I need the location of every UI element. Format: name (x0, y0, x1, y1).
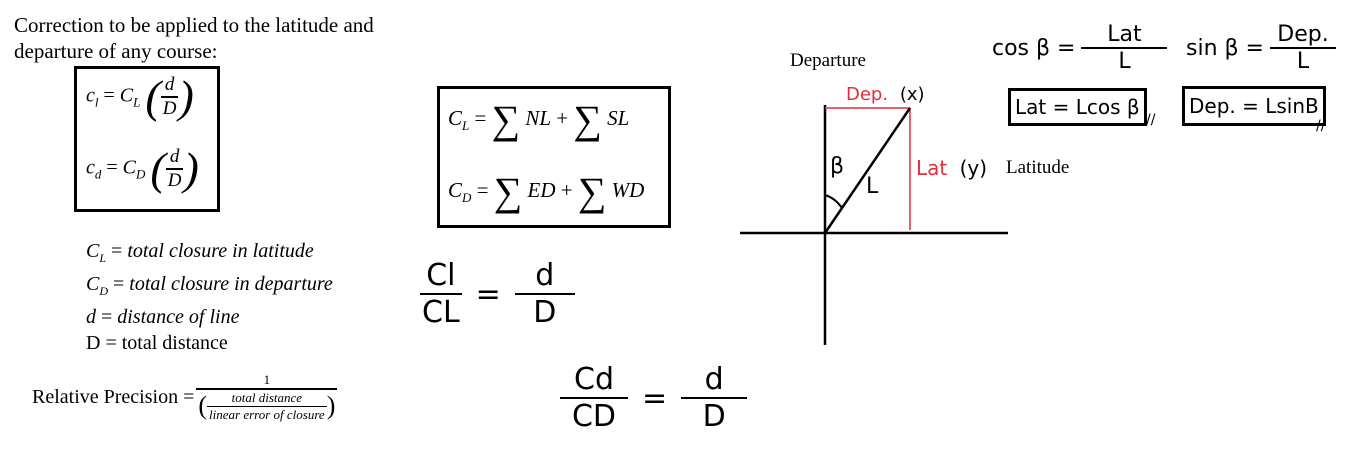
definition-item: CD = total closure in departure (86, 273, 333, 298)
diagram-latitude-label: Latitude (1006, 157, 1070, 178)
intro-line1: Correction to be applied to the latitude… (14, 13, 374, 37)
definition-item: D = total distance (86, 332, 228, 354)
relative-precision-label: Relative Precision = (32, 386, 195, 408)
correction-formula-box (74, 66, 220, 212)
lat-y-label: Lat (y) (916, 156, 988, 180)
definitions-list: CL = total closure in latitude CD = tota… (86, 238, 333, 356)
dep-x-label: Dep. (x) (846, 84, 925, 105)
definition-item: CL = total closure in latitude (86, 240, 314, 265)
diagram-departure-label: Departure (790, 50, 866, 71)
total-closure-latitude-eq: CL = ∑ NL + ∑ SL (448, 97, 630, 142)
cos-result-box: Lat = Lcos β (1008, 88, 1147, 126)
cos-tick-mark: // (1146, 112, 1156, 128)
intro-text: Correction to be applied to the latitude… (14, 12, 374, 64)
beta-angle-arc (824, 194, 843, 209)
sin-result-box: Dep. = LsinB (1182, 86, 1326, 126)
intro-line2: departure of any course: (14, 39, 218, 63)
course-line (823, 107, 912, 234)
total-closure-departure-eq: CD = ∑ ED + ∑ WD (448, 169, 645, 214)
definition-item: d = distance of line (86, 306, 240, 328)
sin-tick-mark: // (1316, 118, 1326, 134)
beta-label: β (830, 154, 845, 179)
sin-formula: sin β = Dep.L (1186, 22, 1336, 74)
total-closure-box (437, 86, 671, 228)
L-label: L (866, 174, 879, 199)
lat-dep-diagram (740, 105, 1008, 345)
